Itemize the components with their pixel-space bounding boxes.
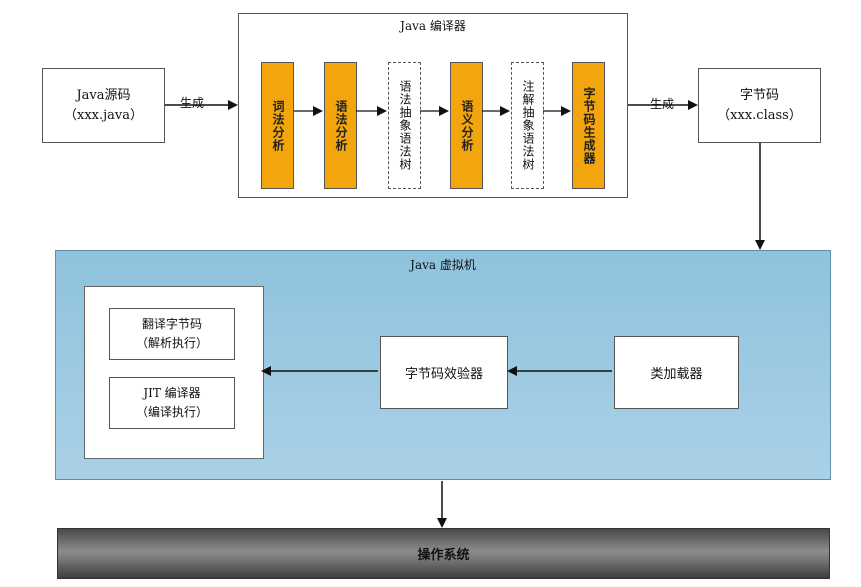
java-compiler-box: Java 编译器 词法分析 语法分析 语法抽象语法树 语义分析 注解抽象语法树 … bbox=[238, 13, 628, 198]
generate-label-1: 生成 bbox=[180, 96, 205, 110]
interpreter-box: 翻译字节码 （解析执行） bbox=[109, 308, 235, 360]
bytecode-label: 字节码 bbox=[739, 87, 779, 103]
syntax-analysis-step: 语法分析 bbox=[324, 62, 357, 189]
jit-mode: （编译执行） bbox=[135, 405, 208, 419]
execution-engine-box: 翻译字节码 （解析执行） JIT 编译器 （编译执行） bbox=[84, 286, 264, 459]
java-source-label: Java源码 bbox=[76, 87, 131, 103]
jvm-title: Java 虚拟机 bbox=[410, 258, 476, 272]
bytecode-box: 字节码 （xxx.class） bbox=[698, 68, 821, 143]
semantic-analysis-step: 语义分析 bbox=[450, 62, 483, 189]
generate-label-2: 生成 bbox=[650, 97, 675, 111]
annotated-tree-step: 注解抽象语法树 bbox=[511, 62, 544, 189]
operating-system-box: 操作系统 bbox=[57, 528, 830, 579]
syntax-tree-step: 语法抽象语法树 bbox=[388, 62, 421, 189]
interpreter-mode: （解析执行） bbox=[135, 336, 208, 350]
bytecode-generator-step: 字节码生成器 bbox=[572, 62, 605, 189]
bytecode-filename: （xxx.class） bbox=[717, 107, 802, 123]
java-source-box: Java源码 （xxx.java） bbox=[42, 68, 165, 143]
lexical-analysis-step: 词法分析 bbox=[261, 62, 294, 189]
bytecode-verifier-box: 字节码效验器 bbox=[380, 336, 508, 409]
compiler-title: Java 编译器 bbox=[400, 19, 466, 33]
jvm-box: Java 虚拟机 翻译字节码 （解析执行） JIT 编译器 （编译执行） 字节码… bbox=[55, 250, 831, 480]
java-source-filename: （xxx.java） bbox=[63, 107, 143, 123]
jit-compiler-box: JIT 编译器 （编译执行） bbox=[109, 377, 235, 429]
interpreter-label: 翻译字节码 bbox=[141, 317, 202, 331]
jit-label: JIT 编译器 bbox=[143, 386, 201, 400]
class-loader-box: 类加载器 bbox=[614, 336, 739, 409]
